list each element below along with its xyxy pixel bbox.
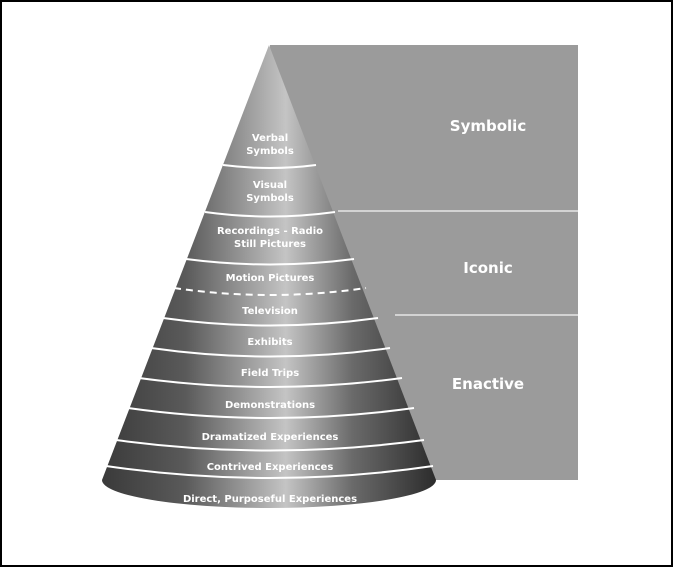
band-line-9 bbox=[105, 465, 434, 479]
level-label-contrived: Contrived Experiences bbox=[207, 462, 334, 473]
level-label-verbal-line1: Verbal bbox=[252, 133, 288, 144]
band-line-5 bbox=[150, 347, 391, 358]
band-line-4 bbox=[162, 317, 379, 327]
level-label-demonstrations: Demonstrations bbox=[225, 400, 315, 411]
category-labels: Symbolic Iconic Enactive bbox=[450, 117, 526, 393]
level-label-direct: Direct, Purposeful Experiences bbox=[183, 494, 357, 505]
band-line-8 bbox=[115, 439, 425, 452]
level-label-verbal-line2: Symbols bbox=[246, 146, 294, 157]
level-label-television: Television bbox=[242, 306, 298, 317]
level-labels: Verbal Symbols Visual Symbols Recordings… bbox=[183, 133, 357, 505]
level-label-field-trips: Field Trips bbox=[241, 368, 299, 379]
level-label-exhibits: Exhibits bbox=[247, 337, 292, 348]
band-line-1 bbox=[222, 164, 317, 169]
band-line-3 bbox=[185, 258, 355, 266]
band-line-6 bbox=[138, 377, 403, 388]
band-line-dashed bbox=[173, 287, 367, 296]
band-line-2 bbox=[204, 211, 336, 218]
level-label-visual-line2: Symbols bbox=[246, 193, 294, 204]
level-label-motion-pictures: Motion Pictures bbox=[226, 273, 315, 284]
band-separators bbox=[105, 164, 434, 479]
level-label-dramatized: Dramatized Experiences bbox=[202, 432, 339, 443]
level-label-recordings-line1: Recordings - Radio bbox=[217, 226, 323, 237]
level-label-visual-line1: Visual bbox=[253, 180, 287, 191]
category-label-symbolic: Symbolic bbox=[450, 117, 526, 135]
level-label-recordings-line2: Still Pictures bbox=[234, 239, 306, 250]
category-label-enactive: Enactive bbox=[452, 375, 524, 393]
cone-body bbox=[102, 45, 436, 508]
category-label-iconic: Iconic bbox=[463, 259, 513, 277]
band-line-7 bbox=[127, 407, 415, 419]
